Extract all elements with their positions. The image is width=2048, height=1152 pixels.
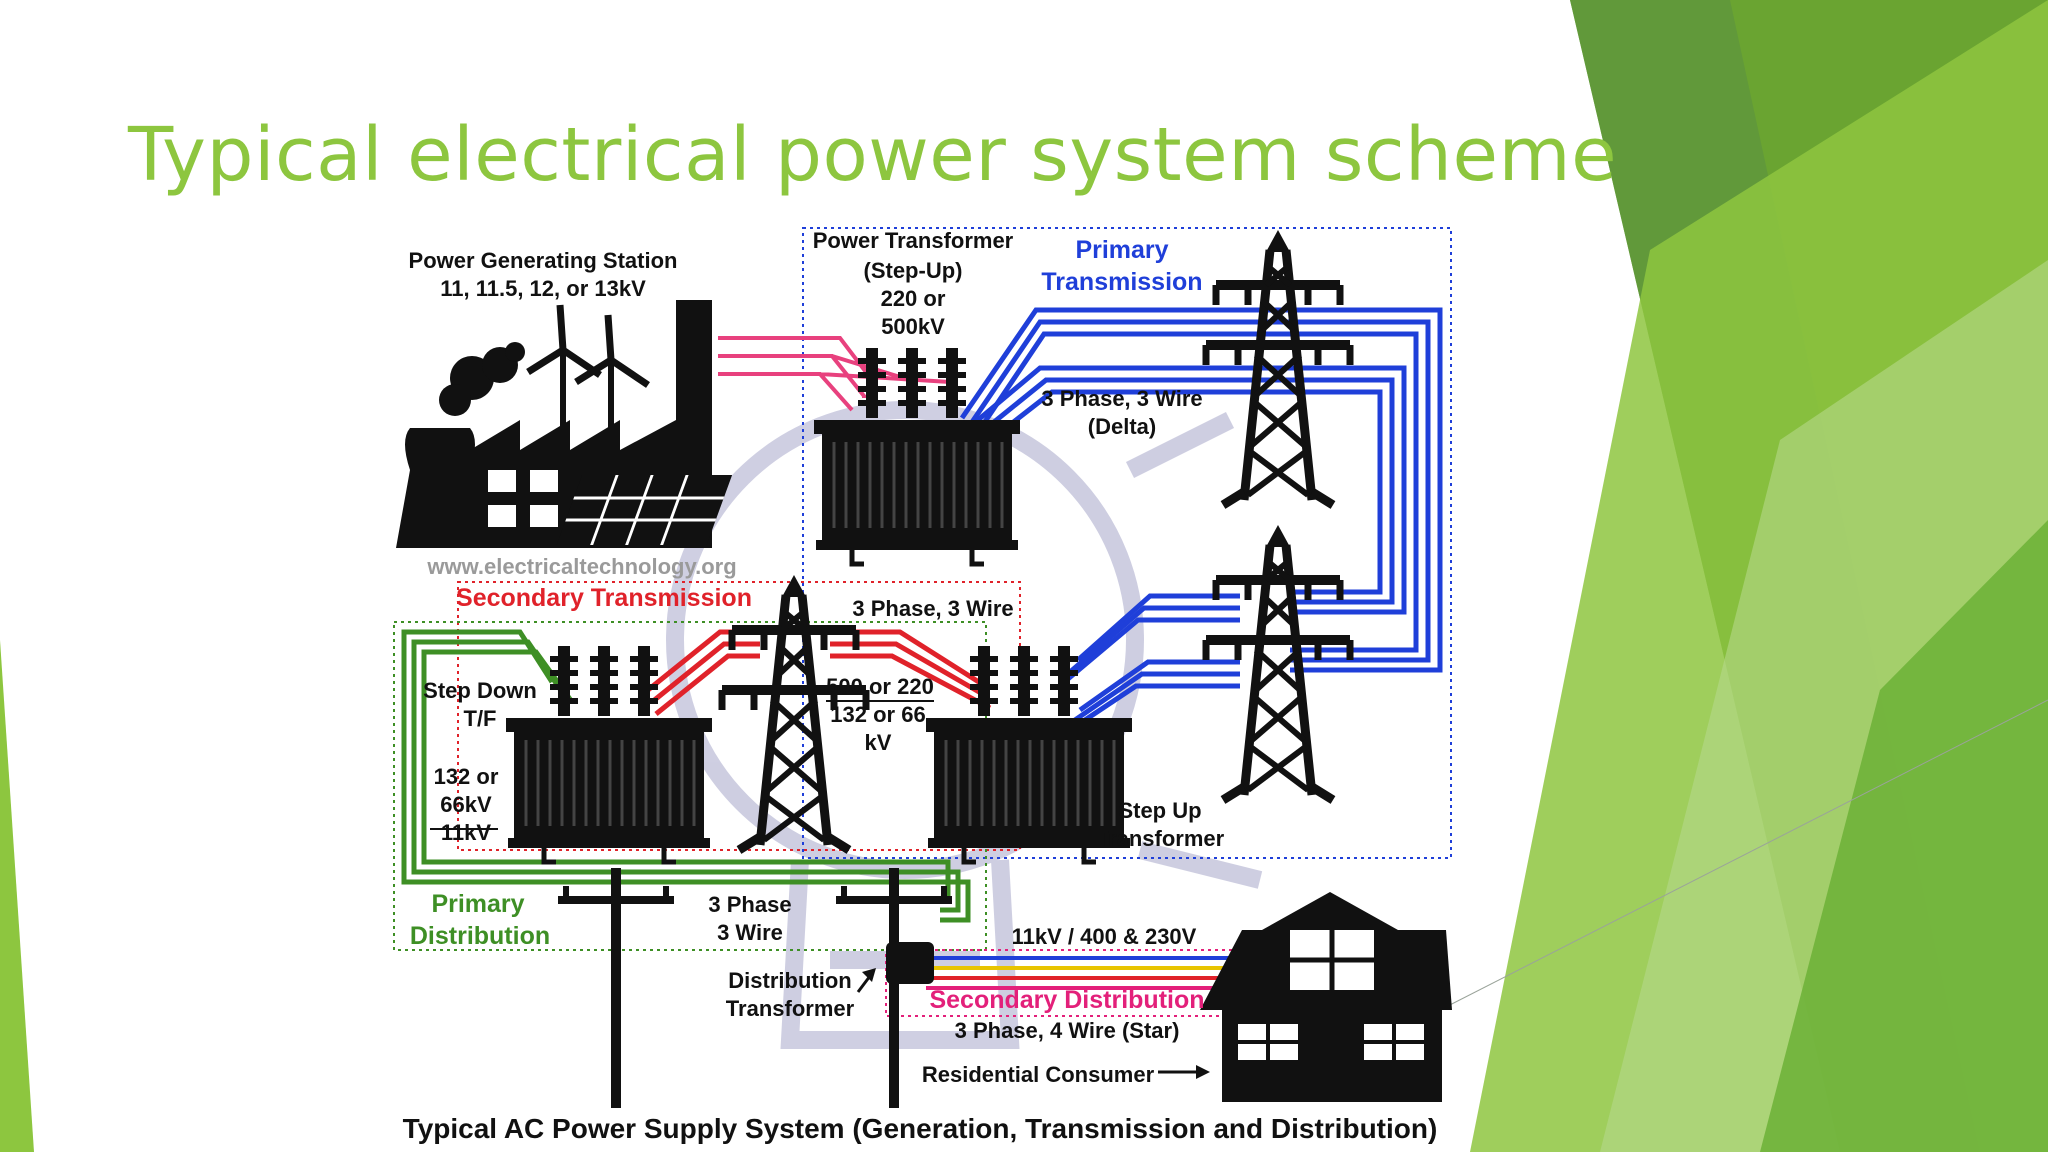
label-primary-distribution-2: Distribution xyxy=(410,922,550,950)
label-delta: (Delta) xyxy=(1088,414,1156,439)
label-step-up-paren: (Step-Up) xyxy=(864,258,963,283)
deco-line xyxy=(1439,699,2048,1011)
label-step-down-1: Step Down xyxy=(423,678,537,703)
label-distribution-voltage: 11kV / 400 & 230V xyxy=(1012,924,1197,949)
label-generating-station: Power Generating Station xyxy=(409,248,678,273)
label-three-phase-three-wire-delta: 3 Phase, 3 Wire xyxy=(1041,386,1202,411)
deco-left-sliver xyxy=(0,640,34,1152)
label-three-wire: 3 Wire xyxy=(717,920,783,945)
label-residential-consumer: Residential Consumer xyxy=(922,1062,1155,1087)
power-generating-station-graphic xyxy=(396,300,733,548)
distribution-transformer-arrow xyxy=(856,975,872,993)
label-three-phase-three-wire-secondary: 3 Phase, 3 Wire xyxy=(852,596,1013,621)
distribution-transformer-arrow-head xyxy=(862,968,876,982)
label-distribution-transformer-1: Distribution xyxy=(728,968,851,993)
label-pt-voltage-1: 220 or xyxy=(881,286,946,311)
residential-arrow-head xyxy=(1196,1065,1210,1079)
label-step-down-2: T/F xyxy=(464,706,497,731)
slide-title: Typical electrical power system scheme xyxy=(128,112,1618,198)
label-primary-transmission-1: Primary xyxy=(1075,236,1168,264)
label-three-phase-four-wire: 3 Phase, 4 Wire (Star) xyxy=(955,1018,1180,1043)
label-step-up-transformer-1: Step Up xyxy=(1118,798,1201,823)
label-power-transformer: Power Transformer xyxy=(813,228,1014,253)
label-secondary-transmission: Secondary Transmission xyxy=(456,584,752,612)
secondary-transmission-box xyxy=(457,581,1021,851)
distribution-pole-left xyxy=(558,868,674,1108)
deco-shape-corner xyxy=(1760,520,2048,1152)
label-st-voltage-1: 500 or 220 xyxy=(826,674,934,699)
distribution-transformer-graphic xyxy=(886,942,934,984)
secondary-transmission-lines xyxy=(646,629,992,716)
label-sd-voltage-2: 66kV xyxy=(440,792,492,817)
secondary-distribution-lines xyxy=(926,956,1232,990)
label-generating-voltage: 11, 11.5, 12, or 13kV xyxy=(440,276,646,301)
primary-transmission-lines xyxy=(959,307,1443,737)
label-sd-voltage-3: 11kV xyxy=(441,820,491,845)
label-distribution-transformer-2: Transformer xyxy=(726,996,855,1021)
diagram-caption: Typical AC Power Supply System (Generati… xyxy=(403,1113,1438,1144)
label-st-voltage-2: 132 or 66 xyxy=(830,702,925,727)
label-sd-voltage-1: 132 or xyxy=(434,764,499,789)
watermark-url: www.electricaltechnology.org xyxy=(426,554,736,579)
primary-transmission-box xyxy=(802,227,1452,859)
residential-house-graphic xyxy=(1200,892,1452,1102)
label-secondary-distribution: Secondary Distribution xyxy=(929,986,1204,1014)
label-step-up-transformer-2: Transformer xyxy=(1096,826,1225,851)
label-primary-distribution-1: Primary xyxy=(431,890,524,918)
label-st-voltage-3: kV xyxy=(865,730,892,755)
label-three-phase: 3 Phase xyxy=(708,892,791,917)
label-pt-voltage-2: 500kV xyxy=(881,314,945,339)
label-primary-transmission-2: Transmission xyxy=(1041,268,1202,296)
